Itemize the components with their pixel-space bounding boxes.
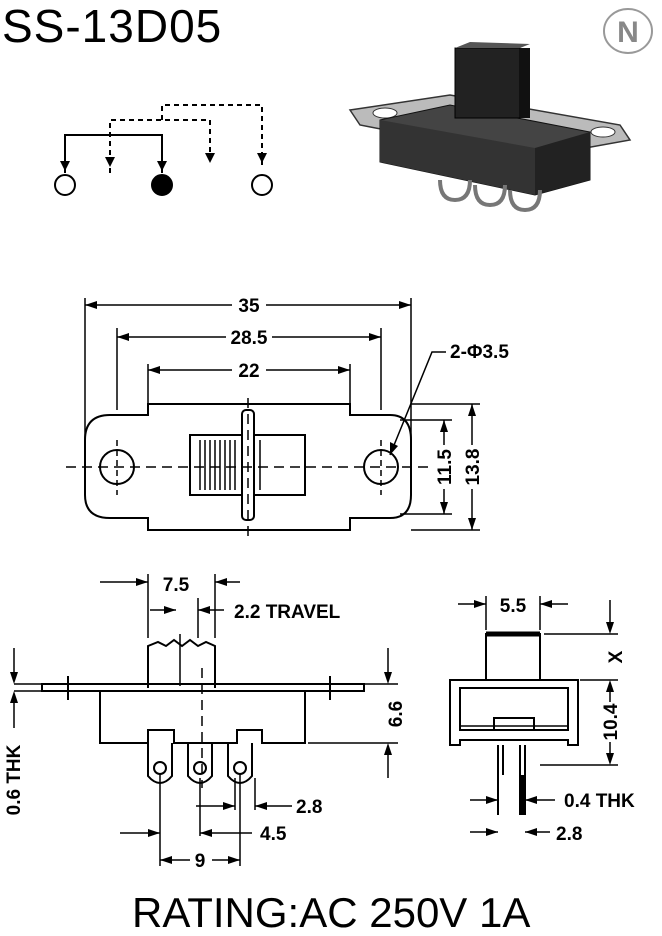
dim-pin-thk-label: 0.4 THK — [564, 791, 635, 812]
dim-actuator-label: 7.5 — [163, 575, 190, 596]
rating-text: RATING:AC 250V 1A — [132, 889, 531, 936]
top-view-drawing: 35 28.5 22 2-Φ3.5 11.5 13.8 — [66, 294, 509, 542]
dim-pin-pitch-label: 4.5 — [260, 824, 287, 845]
logo-letter: N — [617, 16, 639, 49]
terminal-right — [251, 174, 273, 196]
hole-callout-label: 2-Φ3.5 — [450, 342, 509, 363]
brand-logo: N — [603, 8, 653, 54]
dim-thickness-label: 0.6 THK — [4, 744, 25, 815]
dim-height-inner-label: 11.5 — [435, 449, 456, 485]
dim-overall-label: 35 — [238, 296, 260, 317]
terminal-common — [151, 174, 173, 196]
dim-end-height-label: 10.4 — [601, 703, 622, 740]
part-number-title: SS-13D05 — [2, 0, 223, 52]
terminal-left — [54, 174, 76, 196]
dim-pin-width-label: 2.8 — [296, 797, 322, 818]
side-view-drawing: 7.5 2.2 TRAVEL 0.6 THK 6.6 2.8 4.5 9 — [4, 574, 407, 872]
circuit-schematic — [54, 104, 273, 196]
end-view-drawing: 5.5 X 10.4 0.4 THK 2.8 — [449, 596, 635, 845]
dim-x-label: X — [606, 650, 627, 663]
dim-travel-label: 2.2 TRAVEL — [234, 602, 341, 623]
dim-height-outer-label: 13.8 — [463, 449, 484, 486]
dim-pin-spacing-label: 2.8 — [556, 824, 582, 845]
dim-actuator-width-label: 5.5 — [500, 596, 527, 617]
dim-pin-span-label: 9 — [195, 851, 206, 872]
product-illustration — [348, 42, 632, 213]
dim-body-label: 22 — [238, 361, 259, 382]
dim-body-height-label: 6.6 — [386, 701, 407, 727]
dim-hole-pitch-label: 28.5 — [231, 328, 268, 349]
